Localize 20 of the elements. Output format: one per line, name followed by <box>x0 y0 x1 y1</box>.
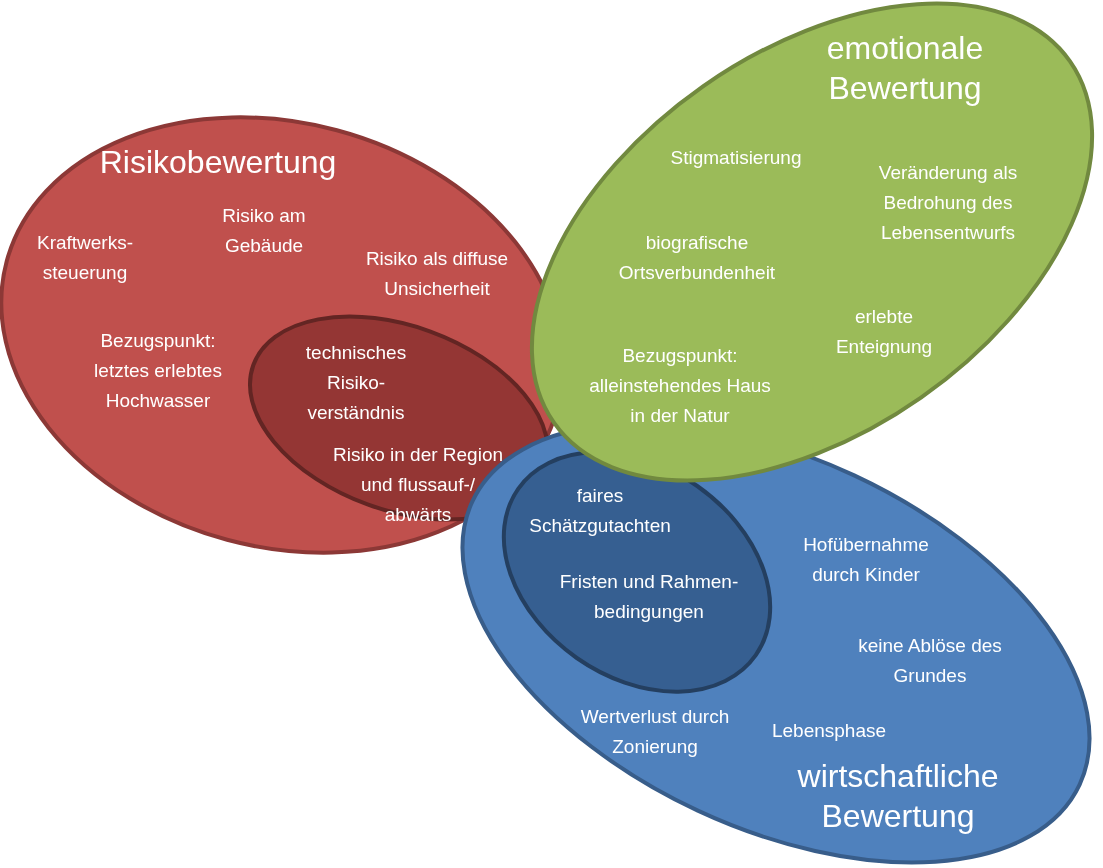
region-title: wirtschaftliche Bewertung <box>796 757 1000 836</box>
region-title: Risikobewertung <box>98 143 338 182</box>
region-text: faires Schätzgutachten <box>528 484 672 538</box>
region-text: keine Ablöse des Grundes <box>857 634 1003 688</box>
region-text: Stigmatisierung <box>669 146 803 170</box>
region-text: erlebte Enteignung <box>834 305 934 359</box>
region-text: Bezugspunkt: alleinstehendes Haus in der Natur <box>588 344 772 428</box>
region-text: Risiko als diffuse Unsicherheit <box>364 247 510 301</box>
region-text: Bezugspunkt: letztes erlebtes Hochwasser <box>93 329 223 413</box>
region-text: biografische Ortsverbundenheit <box>617 231 777 285</box>
region-text: Veränderung als Bedrohung des Lebensentwurfs <box>877 161 1019 245</box>
region-text: technisches Risiko- verständnis <box>304 341 408 425</box>
region-text: Risiko am Gebäude <box>221 204 307 258</box>
region-text: Fristen und Rahmen- bedingungen <box>558 570 740 624</box>
region-text: Kraftwerks- steuerung <box>35 231 135 285</box>
region-text: Hofübernahme durch Kinder <box>802 533 930 587</box>
region-text: Wertverlust durch Zonierung <box>580 705 730 759</box>
region-text: Risiko in der Region und flussauf-/ abwärts <box>332 443 504 527</box>
region-title: emotionale Bewertung <box>825 29 985 108</box>
region-text: Lebensphase <box>770 719 888 743</box>
